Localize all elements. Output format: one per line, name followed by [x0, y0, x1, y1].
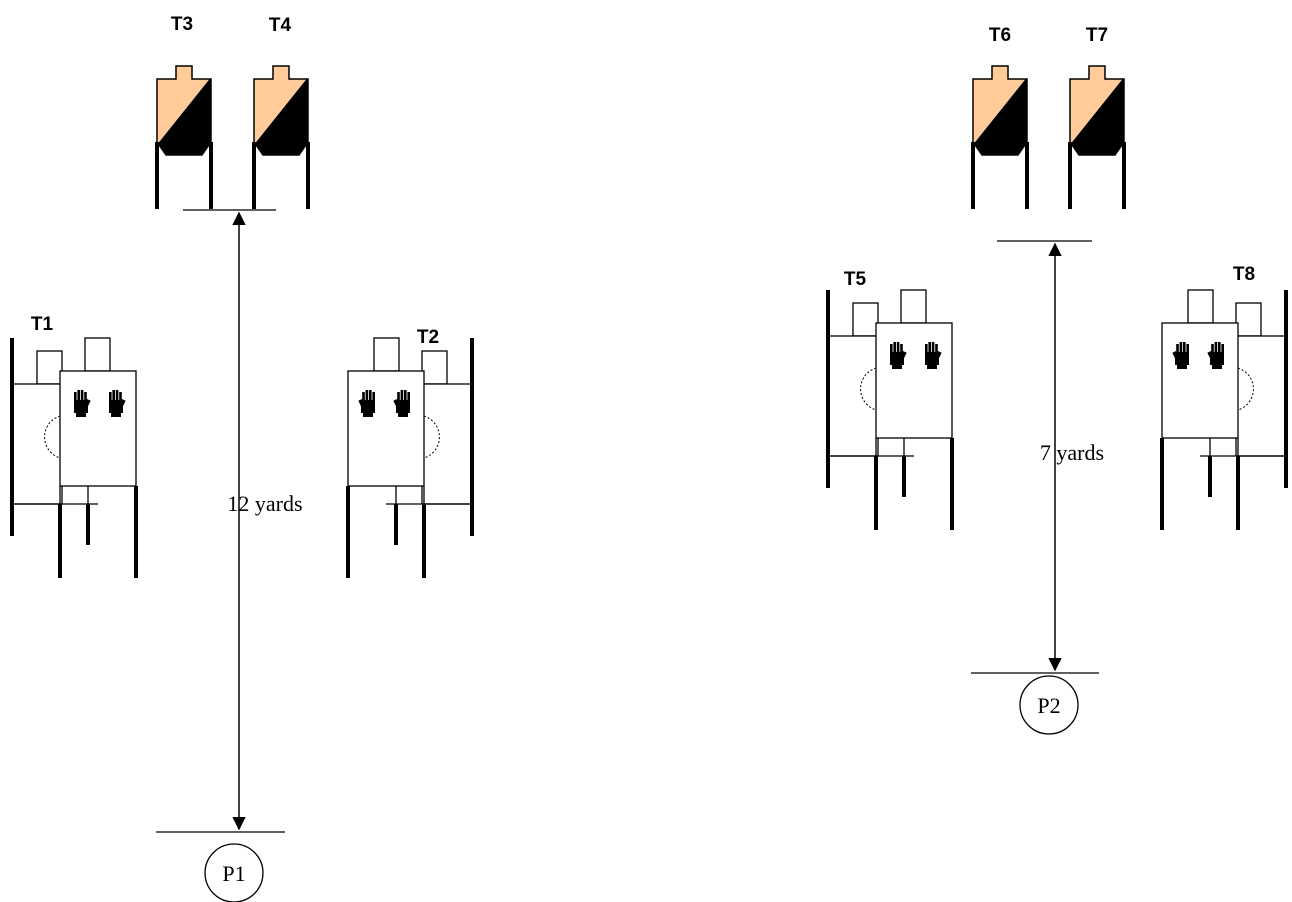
- target-label-t4: T4: [269, 15, 292, 36]
- steel-popper-icon: [1057, 61, 1137, 209]
- shooting-position-label: P1: [222, 861, 245, 886]
- target-label-t7: T7: [1086, 25, 1108, 46]
- steel-popper-icon: [960, 61, 1040, 209]
- no-shoot-hands-target-icon: [12, 338, 136, 578]
- bay-2: T6 T7 T5 T8 7 yards P2: [828, 25, 1286, 735]
- no-shoot-hands-target-icon: [828, 290, 952, 530]
- no-shoot-hands-target-icon: [1162, 290, 1286, 530]
- shooting-position-circle: [204, 843, 264, 902]
- bay-1: T3 T4 T1 T2 12 yards P1: [12, 14, 472, 902]
- distance-label: 12 yards: [227, 491, 302, 516]
- target-label-t1: T1: [31, 314, 54, 335]
- distance-label: 7 yards: [1040, 440, 1104, 465]
- target-label-t6: T6: [989, 25, 1011, 46]
- target-label-t3: T3: [171, 14, 193, 35]
- steel-popper-icon: [241, 61, 321, 209]
- no-shoot-hands-target-icon: [348, 338, 472, 578]
- steel-popper-icon: [144, 61, 224, 209]
- shooting-position-circle: [1019, 675, 1079, 735]
- target-label-t8: T8: [1233, 264, 1255, 285]
- target-label-t2: T2: [417, 327, 439, 348]
- target-label-t5: T5: [844, 269, 867, 290]
- shooting-position-label: P2: [1037, 693, 1060, 718]
